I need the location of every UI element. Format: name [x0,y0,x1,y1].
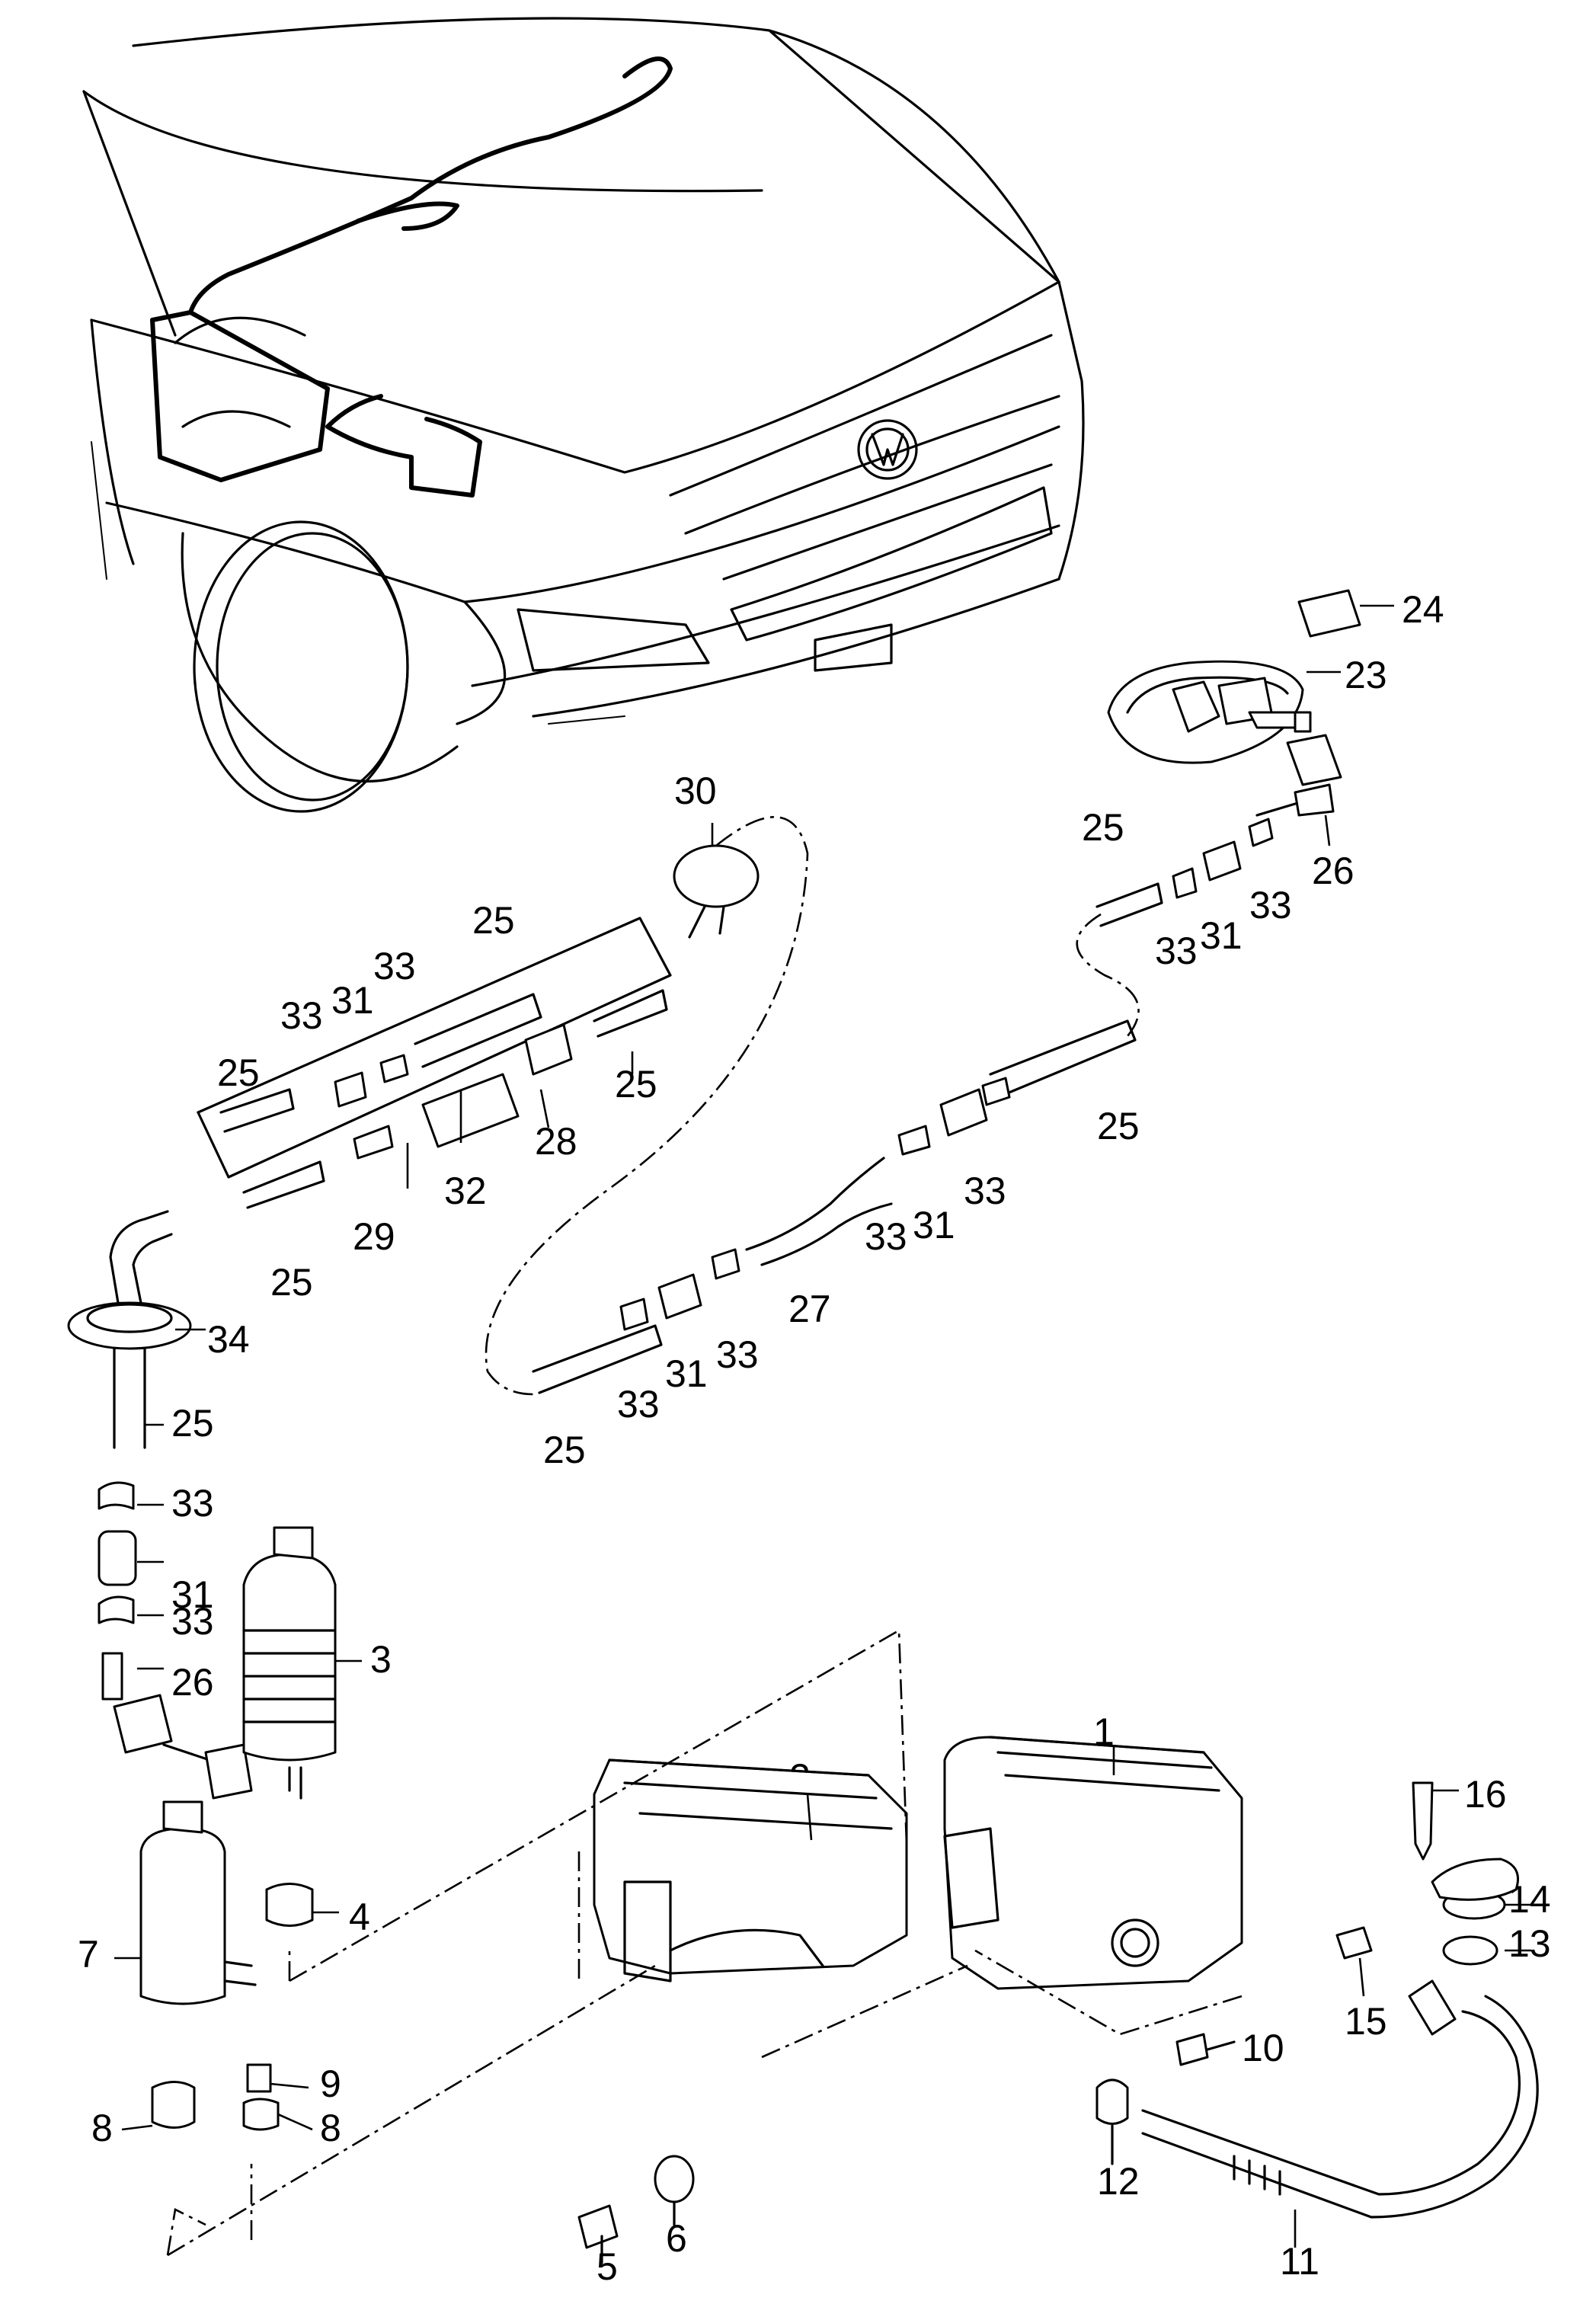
callout-7: 7 [78,1933,99,1976]
callout-11: 11 [1280,2240,1319,2283]
callout-25: 25 [270,1261,313,1304]
callout-9: 9 [320,2062,341,2105]
callout-12: 12 [1097,2160,1140,2203]
callout-32: 32 [444,1170,487,1212]
callout-25: 25 [543,1429,586,1471]
callout-25: 25 [1097,1105,1140,1147]
callout-33: 33 [171,1600,214,1643]
seal-13-icon [1442,1935,1498,1966]
callout-6: 6 [666,2217,687,2260]
connector-icon [1297,589,1361,638]
callout-31: 31 [171,1573,214,1616]
screw-10-icon [1175,2033,1209,2066]
callout-30: 30 [674,770,717,812]
callout-33: 33 [280,994,323,1037]
callout-25: 25 [615,1063,657,1106]
callout-23: 23 [1345,654,1387,696]
callout-33: 33 [716,1333,759,1376]
grommet-34-icon [67,1301,192,1350]
callout-13: 13 [1508,1922,1551,1965]
windscreen-jet-assembly [1107,589,1394,846]
callout-4: 4 [349,1896,370,1938]
callout-33: 33 [171,1482,214,1525]
clamp-33-icon [98,1481,135,1510]
callout-33: 33 [865,1215,907,1258]
sensor-5-icon [577,2204,619,2249]
grommet-30-icon [673,844,760,908]
callout-26: 26 [1312,850,1355,892]
callout-25: 25 [217,1051,260,1094]
callout-33: 33 [964,1170,1006,1212]
callout-25: 25 [171,1402,214,1445]
callout-16: 16 [1464,1773,1507,1816]
reservoir-1-icon [943,1736,1243,1990]
callout-15: 15 [1345,2000,1387,2043]
callout-10: 10 [1242,2027,1284,2069]
callout-5: 5 [597,2245,618,2288]
callout-29: 29 [353,1215,395,1258]
callout-28: 28 [535,1120,577,1163]
washer-reservoirs [166,1628,1243,2257]
callout-31: 31 [331,979,374,1022]
callout-31: 31 [913,1204,955,1246]
fasteners-and-filler [577,1781,1539,2264]
washer-pump-3-icon [242,1553,337,1762]
callout-labels: 1 2 3 4 5 6 7 8 8 9 10 11 12 13 14 15 16… [78,588,1551,2288]
grommet-8-icon [151,2081,196,2129]
callout-3: 3 [370,1638,392,1681]
washer-pump-7-icon [139,1827,226,2005]
callout-24: 24 [1402,588,1444,631]
callout-26: 26 [171,1661,214,1704]
callout-33: 33 [1249,884,1292,926]
reservoir-2-icon [593,1758,908,1975]
grommet-12-icon [1095,2078,1129,2125]
callout-8: 8 [320,2107,341,2149]
grommet-4-icon [265,1883,314,1927]
callout-27: 27 [788,1288,831,1330]
callout-31: 31 [1200,914,1243,957]
callout-34: 34 [207,1318,250,1361]
hose-lines [67,816,1274,1449]
callout-31: 31 [665,1352,708,1395]
callout-33: 33 [617,1383,660,1426]
clip-15-icon [1335,1926,1373,1960]
seal-6-icon [654,2155,695,2203]
cap-14-icon [1431,1858,1519,1901]
screw-16-icon [1412,1781,1434,1861]
hose-piece-31-icon [98,1530,137,1586]
callout-33: 33 [1155,930,1198,972]
callout-25: 25 [472,899,515,942]
callout-8: 8 [91,2107,113,2149]
pump-parts-left [98,1481,362,2131]
plug-9-icon [246,2063,272,2093]
vehicle-front-illustration [82,17,1085,813]
callout-25: 25 [1082,806,1124,849]
callout-33: 33 [373,945,416,987]
